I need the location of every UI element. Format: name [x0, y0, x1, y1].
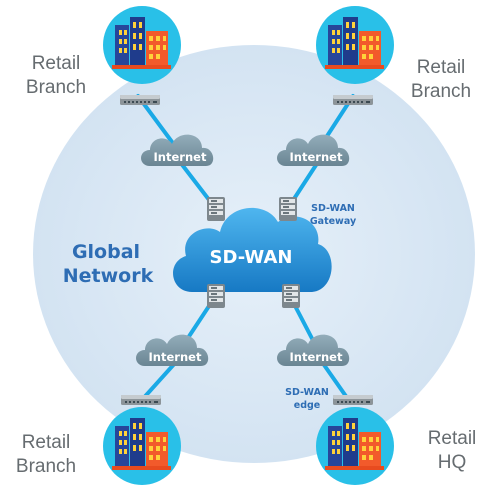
server-icon-top-left — [207, 197, 225, 221]
internet-label-top-right: Internet — [290, 150, 343, 164]
edge-server-icon — [282, 284, 300, 308]
region-label-line1: Global — [72, 241, 140, 263]
router-icon-top-left — [120, 95, 160, 105]
site-label-top-left-line2: Branch — [26, 77, 86, 98]
internet-label-bottom-right: Internet — [290, 350, 343, 364]
building-icon-top-right — [316, 6, 394, 84]
site-label-bottom-right-line1: Retail — [428, 428, 477, 449]
router-icon-bottom-left — [121, 395, 161, 405]
gateway-label-line2: Gateway — [310, 216, 357, 227]
link-tl-router-internet — [136, 94, 180, 152]
building-icon-bottom-right — [316, 407, 394, 485]
site-label-bottom-left-line1: Retail — [22, 432, 71, 453]
building-icon-top-left — [103, 6, 181, 84]
edge-label-line2: edge — [294, 400, 321, 411]
site-label-bottom-right-line2: HQ — [438, 452, 467, 473]
edge-label-line1: SD-WAN — [285, 387, 329, 398]
sd-wan-center-label: SD-WAN — [210, 247, 293, 268]
router-icon-bottom-right — [333, 395, 373, 405]
region-label-line2: Network — [63, 265, 154, 287]
site-label-top-left-line1: Retail — [32, 53, 81, 74]
site-label-bottom-left-line2: Branch — [16, 456, 76, 477]
site-label-top-right-line2: Branch — [411, 81, 471, 102]
server-icon-bottom-left — [207, 284, 225, 308]
internet-label-bottom-left: Internet — [149, 350, 202, 364]
router-icon-top-right — [333, 95, 373, 105]
site-label-top-right-line1: Retail — [417, 57, 466, 78]
sd-wan-cloud-icon — [173, 207, 332, 292]
internet-label-top-left: Internet — [154, 150, 207, 164]
gateway-label-line1: SD-WAN — [311, 203, 355, 214]
building-icon-bottom-left — [103, 407, 181, 485]
gateway-server-icon — [279, 197, 297, 221]
